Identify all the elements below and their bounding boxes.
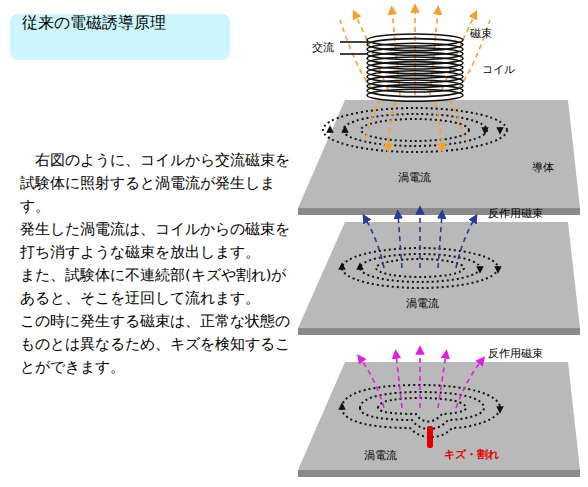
part-name: コイル bbox=[482, 62, 515, 77]
reaction-flux bbox=[360, 350, 482, 408]
part-name: 反作用磁束 bbox=[488, 206, 543, 221]
conductor-plate bbox=[298, 100, 580, 477]
part-name: 渦電流 bbox=[404, 296, 441, 311]
magnetic-flux bbox=[340, 8, 490, 148]
part-name: キズ・割れ bbox=[442, 447, 501, 462]
part-name: 渦電流 bbox=[396, 170, 433, 185]
description: 発生した渦電流は、コイルからの磁束を打ち消すような磁束を放出します。 bbox=[20, 217, 298, 263]
eddy-current-loops bbox=[323, 108, 507, 437]
part-name: 反作用磁束 bbox=[488, 346, 543, 361]
part-name: 導体 bbox=[530, 160, 556, 175]
coil-leads bbox=[340, 42, 368, 54]
eddy-current-arrowheads bbox=[330, 127, 500, 410]
description: また、試験体に不連続部(キズや割れ)があると、そこを迂回して流れます。 bbox=[20, 263, 298, 309]
part-name: 磁束 bbox=[470, 26, 492, 41]
reaction-flux bbox=[365, 210, 475, 268]
title: 従来の電磁誘導原理 bbox=[22, 13, 166, 34]
part-name: 渦電流 bbox=[362, 448, 399, 463]
crack bbox=[427, 426, 433, 448]
description: 右図のように、コイルから交流磁束を試験体に照射すると渦電流が発生します。 bbox=[20, 148, 298, 217]
coil bbox=[367, 34, 463, 101]
description: この時に発生する磁束は、正常な状態のものとは異なるため、キズを検知することができ… bbox=[20, 309, 298, 378]
coil-winding bbox=[367, 89, 463, 101]
part-name: 交流 bbox=[312, 40, 334, 55]
